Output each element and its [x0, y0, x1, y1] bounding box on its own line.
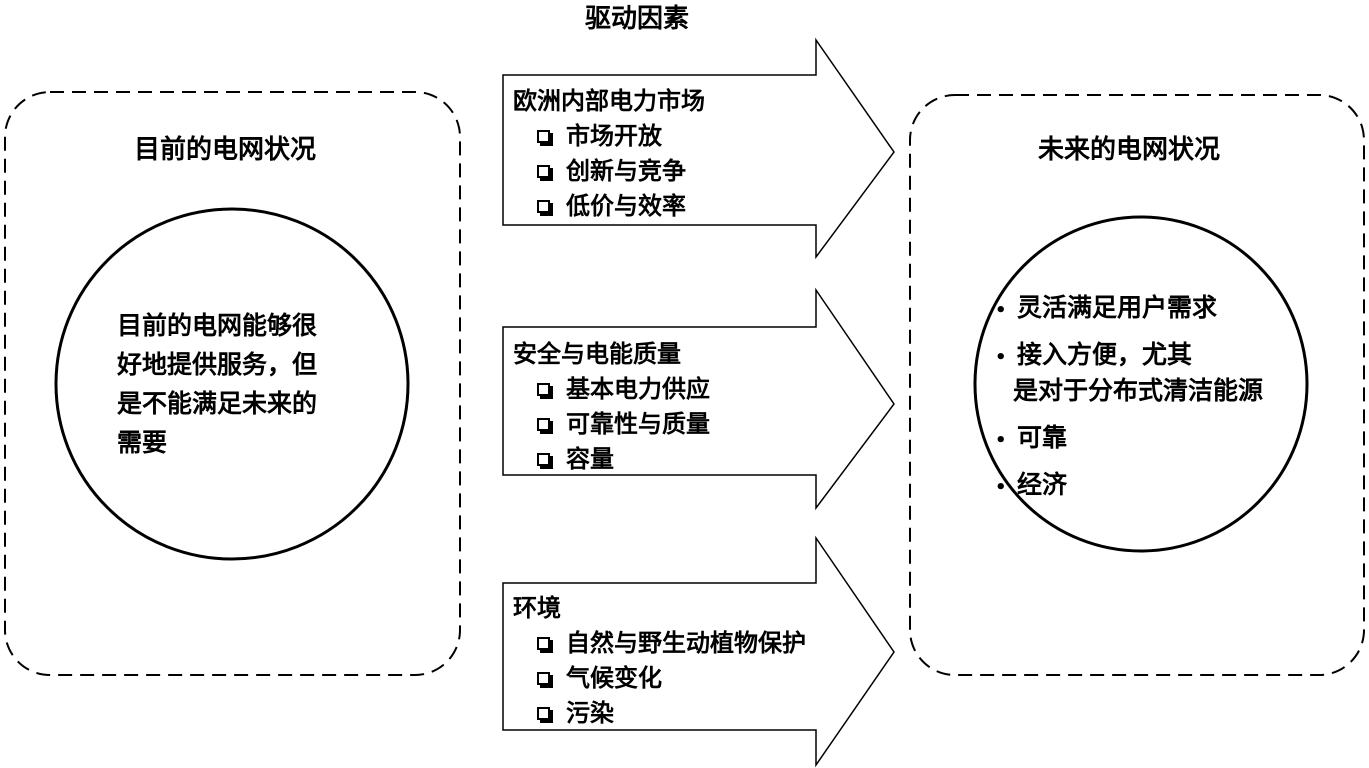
circle-line: 目前的电网能够很 [117, 311, 318, 340]
checkbox-icon [537, 418, 550, 431]
list-item: 可靠性与质量 [513, 407, 710, 442]
checkbox-icon [537, 637, 550, 650]
future-grid-title: 未来的电网状况 [1038, 135, 1221, 165]
arrow-title: 环境 [513, 594, 561, 622]
checkbox-icon [537, 130, 550, 143]
arrow-environment [502, 535, 895, 768]
list-item: • 可靠 [995, 423, 1068, 452]
arrow-environment-content: 环境 自然与野生动植物保护 气候变化 污染 [513, 590, 806, 731]
bullet-icon: • [995, 477, 1007, 498]
arrow-market [502, 37, 895, 260]
left-circle [54, 207, 410, 561]
right-panel-frame [909, 94, 1365, 676]
arrow-security-content: 安全与电能质量 基本电力供应 可靠性与质量 容量 [513, 336, 710, 477]
circle-line: 是不能满足未来的 [117, 389, 318, 418]
bullet-icon: • [995, 300, 1007, 321]
list-item: 自然与野生动植物保护 [513, 626, 806, 661]
list-item: 低价与效率 [513, 189, 705, 224]
list-item: 容量 [513, 442, 710, 477]
checkbox-icon [537, 453, 550, 466]
current-grid-description: 目前的电网能够很 好地提供服务，但 是不能满足未来的 需要 [117, 306, 317, 462]
list-item: 基本电力供应 [513, 372, 710, 407]
list-item: • 灵活满足用户需求 [995, 293, 1218, 322]
checkbox-icon [537, 200, 550, 213]
arrow-market-content: 欧洲内部电力市场 市场开放 创新与竞争 低价与效率 [513, 83, 705, 224]
list-item: 创新与竞争 [513, 154, 705, 189]
list-item: 市场开放 [513, 119, 705, 154]
drivers-header: 驱动因素 [585, 4, 690, 34]
checkbox-icon [537, 165, 550, 178]
future-grid-list: • 灵活满足用户需求 • 接入方便，尤其 是对于分布式清洁能源 • 可靠 • 经… [995, 290, 1263, 514]
list-item: 气候变化 [513, 661, 806, 696]
circle-line: 好地提供服务，但 [117, 350, 318, 379]
arrow-security [502, 287, 895, 511]
bullet-icon: • [995, 430, 1007, 451]
current-grid-title: 目前的电网状况 [134, 135, 317, 165]
bullet-icon: • [995, 347, 1007, 368]
arrow-title: 欧洲内部电力市场 [513, 87, 705, 115]
right-circle [973, 215, 1309, 553]
checkbox-icon [537, 672, 550, 685]
arrow-title: 安全与电能质量 [513, 340, 681, 368]
checkbox-icon [537, 707, 550, 720]
circle-line: 需要 [117, 428, 168, 457]
list-item: 污染 [513, 696, 806, 731]
checkbox-icon [537, 383, 550, 396]
left-panel-frame [4, 91, 461, 676]
list-item: • 经济 [995, 470, 1068, 499]
list-item: • 接入方便，尤其 是对于分布式清洁能源 [995, 340, 1264, 405]
